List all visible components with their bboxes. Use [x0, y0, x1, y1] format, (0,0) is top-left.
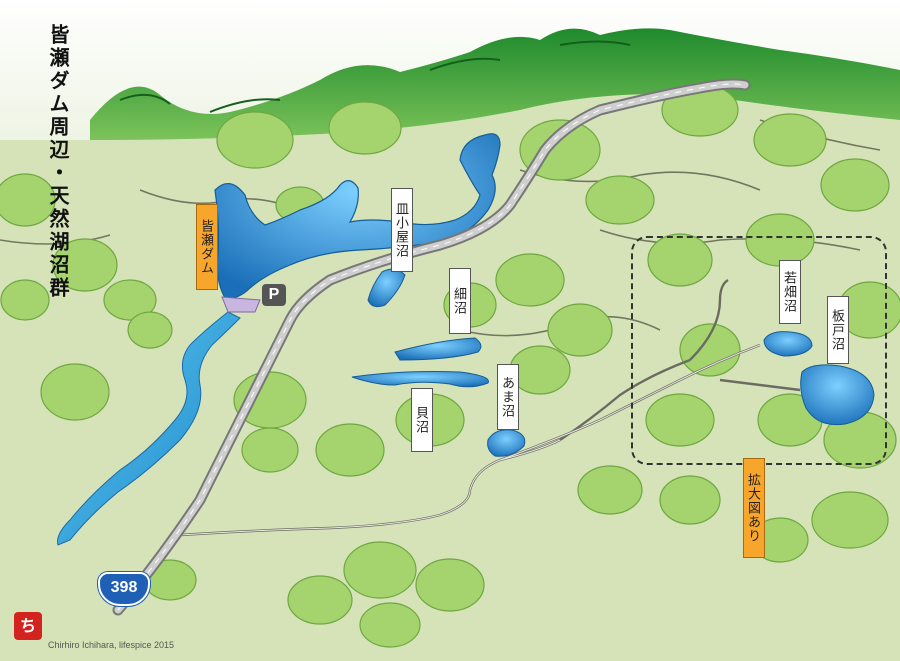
label-enlarged-map[interactable]: 拡大図あり [743, 458, 765, 558]
hoso-numa-lake [394, 337, 482, 361]
minase-dam-reservoir [214, 133, 501, 299]
label-minase-dam: 皆瀬ダム [196, 204, 218, 290]
label-sarakoya-numa: 皿小屋沼 [391, 188, 413, 272]
label-wakahata-numa: 若畑沼 [779, 260, 801, 324]
label-kai-numa: 貝沼 [411, 388, 433, 452]
kai-numa-lake [351, 371, 489, 388]
dam-wall [221, 296, 261, 313]
mountain-range [90, 28, 900, 141]
map-title: 皆瀬ダム周辺・天然湖沼群 [46, 24, 70, 300]
itado-numa-lake [800, 364, 875, 426]
parking-icon: P [262, 284, 286, 306]
logo-icon: ち [14, 612, 42, 640]
label-ama-numa: あま沼 [497, 364, 519, 430]
label-itado-numa: 板戸沼 [827, 296, 849, 364]
ama-numa-lake [487, 429, 526, 457]
route-398-sign: 398 [98, 572, 150, 606]
credit-text: Chirhiro Ichihara, lifespice 2015 [48, 640, 175, 650]
minase-river [57, 311, 241, 546]
wakahata-numa-lake [763, 331, 813, 357]
label-hoso-numa: 細沼 [449, 268, 471, 334]
